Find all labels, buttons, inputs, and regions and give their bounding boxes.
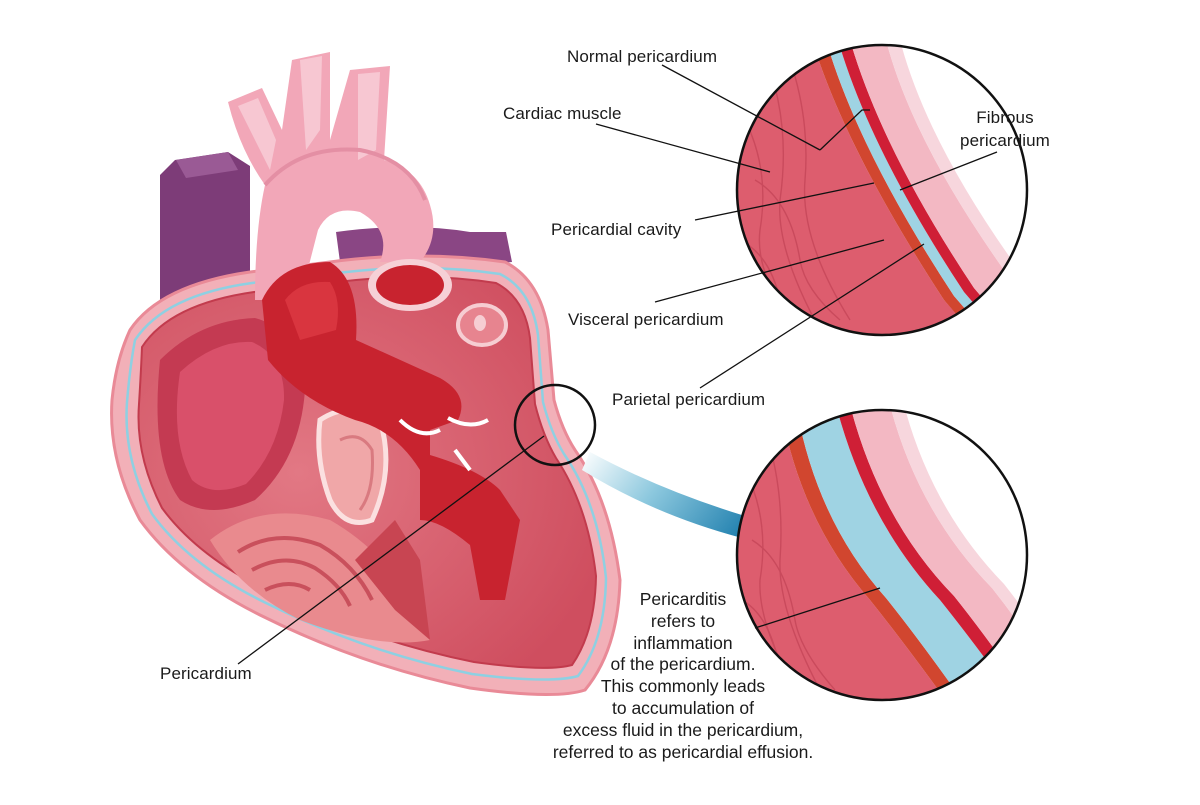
aorta-highlight-3 [358,72,380,160]
note-line: refers to [650,610,716,631]
chordae-tendineae [398,416,489,472]
ventricle-tissue [210,513,430,643]
vena-cava-highlight [176,152,238,178]
pulmonary-artery [262,262,520,600]
leader-cardiac-muscle [595,123,771,173]
muscle-fibres-inflamed [741,429,836,691]
aorta-highlight-2 [300,56,322,150]
aortic-valve-center [474,315,486,331]
trabeculae-2 [251,558,352,607]
papillary-muscle [355,520,430,640]
note-line: Pericarditis [639,589,727,609]
label-cardiac-muscle: Cardiac muscle [503,104,622,123]
note-line: to accumulation of [611,697,755,718]
pulmonary-valve [376,265,444,305]
pericarditis-view [735,408,1029,702]
leader-pericardium [237,435,545,665]
label-pericardial-cavity: Pericardial cavity [551,220,682,239]
leader-fibrous [899,151,998,191]
magnification-circle[interactable] [513,383,597,467]
leader-pericardial-cavity [694,182,875,221]
leader-parietal [699,243,925,389]
label-pericardium: Pericardium [160,664,252,683]
superior-vena-cava [160,152,250,300]
pericarditis-note: Pericarditis refers to inflammation of t… [505,589,861,763]
valve-detail [339,435,374,511]
leader-visceral [654,239,885,303]
note-line: excess fluid in the pericardium, [562,719,804,740]
heart-illustration [110,52,622,697]
aorta-highlight [238,98,276,170]
top-circle-border [735,43,1029,337]
aorta [228,52,434,300]
label-fibrous-line2: pericardium [960,131,1050,150]
bottom-circle-border [735,408,1029,702]
note-line: of the pericardium. [610,654,756,675]
trabeculae-3 [264,582,312,592]
leader-normal-bracket [819,109,870,151]
leader-normal-pericardium [661,64,821,151]
pulmonary-highlight [285,281,338,340]
magnify-arrow [582,452,778,552]
label-visceral-pericardium: Visceral pericardium [568,310,724,329]
leader-lines [237,64,998,665]
label-parietal-pericardium: Parietal pericardium [612,390,766,409]
label-normal-pericardium: Normal pericardium [567,47,718,66]
normal-pericardium-view [735,43,1029,337]
trabeculae [236,535,374,601]
right-atrium-inner [176,341,285,491]
aortic-arch-shade [263,147,427,201]
note-line: referred to as pericardial effusion. [552,741,814,762]
label-fibrous-line1: Fibrous [976,108,1034,127]
note-line: inflammation [633,632,733,653]
note-line: This commonly leads [600,676,766,697]
leader-effusion [754,587,881,629]
muscle-fibres [739,59,851,331]
